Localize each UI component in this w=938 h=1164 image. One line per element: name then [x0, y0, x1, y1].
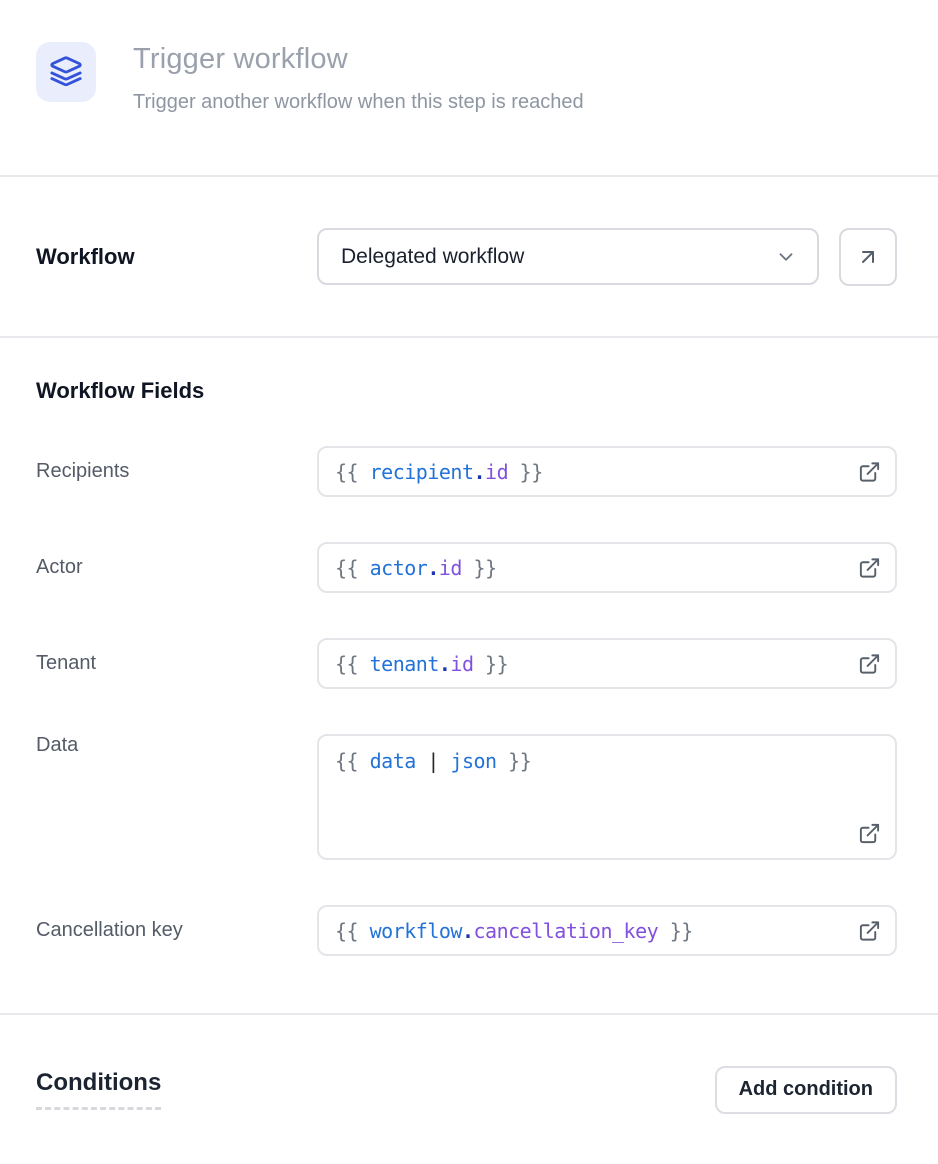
field-code-input[interactable]: {{ workflow.cancellation_key }}: [317, 905, 897, 956]
workflow-fields-heading: Workflow Fields: [36, 378, 205, 403]
workflow-select[interactable]: Delegated workflow: [317, 228, 819, 285]
external-link-icon[interactable]: [858, 556, 881, 579]
field-row-cancellation-key: Cancellation key {{ workflow.cancellatio…: [36, 905, 897, 956]
field-code-input[interactable]: {{ tenant.id }}: [317, 638, 897, 689]
step-icon-box: [36, 42, 96, 102]
field-code-value: {{ tenant.id }}: [335, 651, 509, 676]
page-title: Trigger workflow: [133, 43, 348, 75]
workflow-fields-rows: Recipients {{ recipient.id }} Actor {{ a…: [36, 446, 897, 956]
field-label: Cancellation key: [36, 919, 183, 941]
open-workflow-button[interactable]: [839, 227, 897, 286]
conditions-section: Conditions Add condition: [0, 1015, 938, 1164]
arrow-up-right-icon: [862, 250, 874, 263]
workflow-fields-section: Workflow Fields Recipients {{ recipient.…: [0, 338, 938, 1015]
layers-icon: [50, 56, 82, 87]
field-code-input[interactable]: {{ recipient.id }}: [317, 446, 897, 497]
field-label: Data: [36, 734, 79, 756]
field-row-recipients: Recipients {{ recipient.id }}: [36, 446, 897, 497]
external-link-icon[interactable]: [858, 822, 881, 845]
field-label: Tenant: [36, 652, 97, 674]
field-row-actor: Actor {{ actor.id }}: [36, 542, 897, 593]
external-link-icon[interactable]: [858, 919, 881, 942]
field-row-tenant: Tenant {{ tenant.id }}: [36, 638, 897, 689]
field-label: Recipients: [36, 460, 130, 482]
page-subtitle: Trigger another workflow when this step …: [133, 91, 584, 113]
field-code-value: {{ recipient.id }}: [335, 459, 543, 484]
field-row-data: Data {{ data | json }}: [36, 734, 897, 860]
header-text: Trigger workflow Trigger another workflo…: [133, 42, 584, 114]
conditions-heading: Conditions: [36, 1069, 162, 1110]
workflow-select-value: Delegated workflow: [341, 244, 525, 268]
field-code-value: {{ actor.id }}: [335, 555, 497, 580]
panel-header: Trigger workflow Trigger another workflo…: [0, 0, 938, 177]
workflow-label: Workflow: [36, 243, 135, 269]
chevron-down-icon: [779, 252, 793, 261]
field-code-value: {{ workflow.cancellation_key }}: [335, 918, 693, 943]
field-label: Actor: [36, 556, 83, 578]
workflow-select-row: Workflow Delegated workflow: [0, 177, 938, 338]
field-code-input[interactable]: {{ actor.id }}: [317, 542, 897, 593]
external-link-icon[interactable]: [858, 460, 881, 483]
external-link-icon[interactable]: [858, 652, 881, 675]
field-code-input[interactable]: {{ data | json }}: [317, 734, 897, 860]
add-condition-button[interactable]: Add condition: [714, 1065, 897, 1114]
field-code-value: {{ data | json }}: [335, 749, 532, 773]
